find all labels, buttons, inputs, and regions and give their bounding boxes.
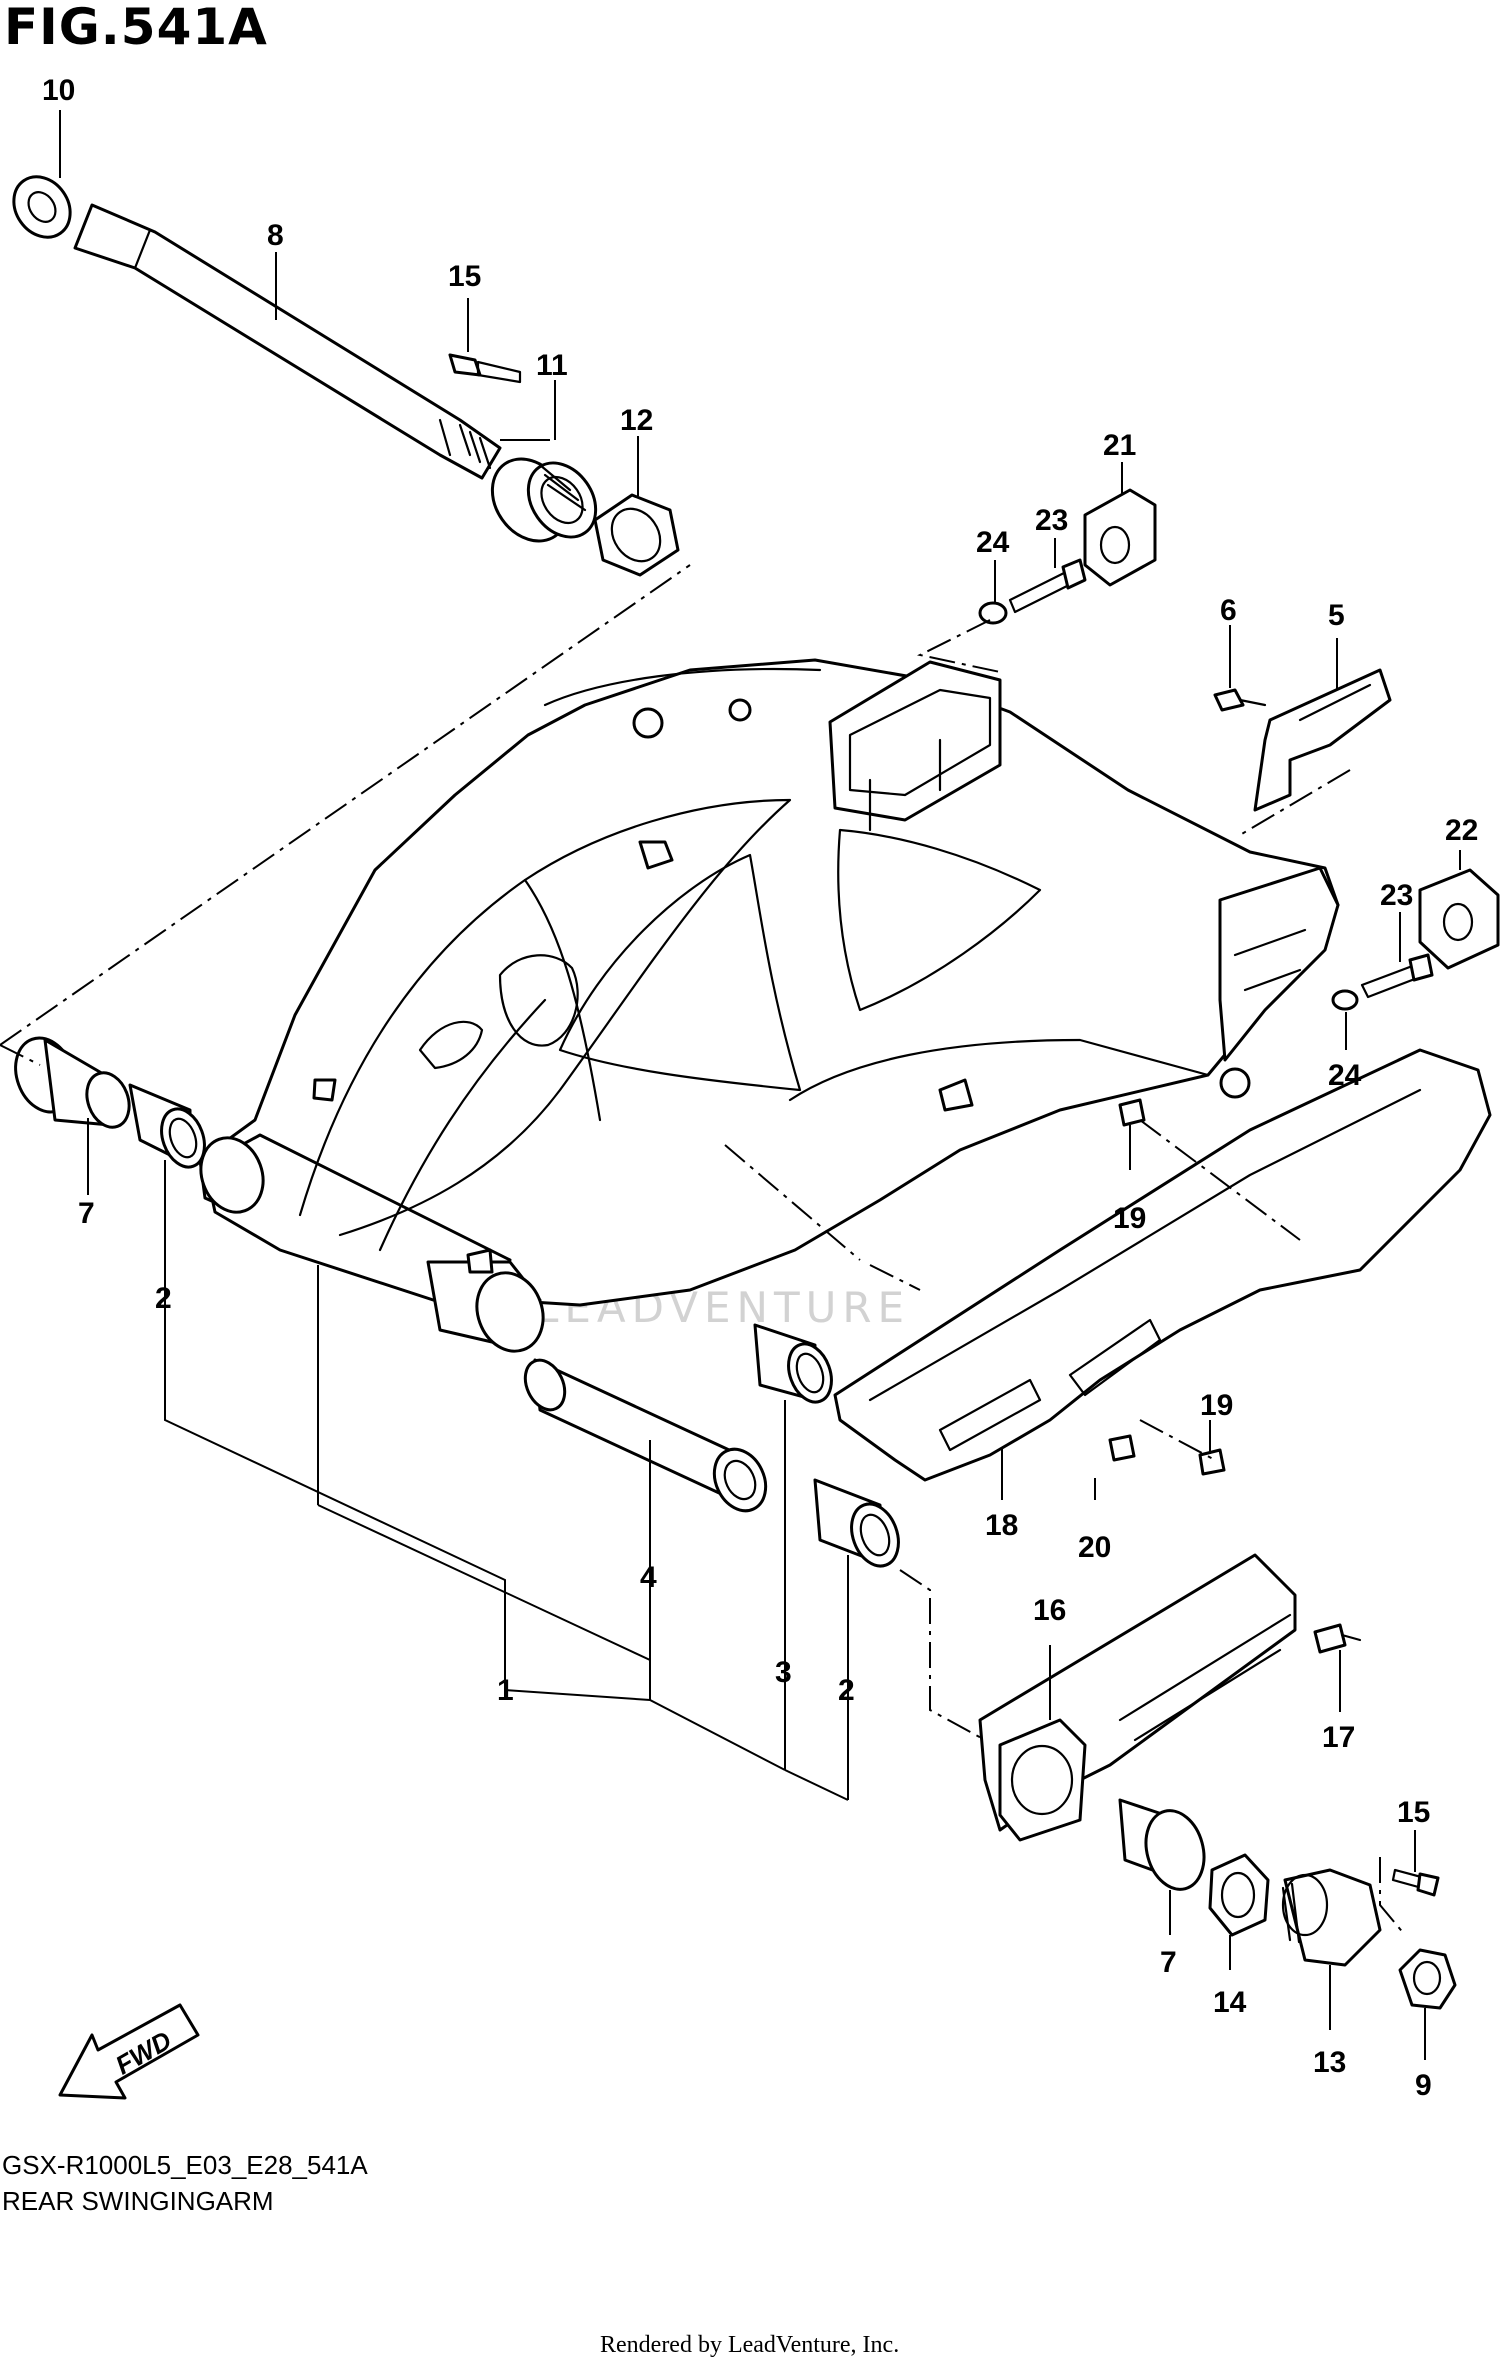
swingarm-main-body [198,658,1340,1353]
block-21 [1083,488,1157,587]
callout-1: 1 [497,1674,514,1707]
callout-24-right: 24 [1328,1059,1362,1092]
callout-2-right: 2 [838,1674,855,1707]
callout-20: 20 [1078,1531,1111,1564]
figure-code: GSX-R1000L5_E03_E28_541A [2,2150,368,2180]
lock-nut-12 [593,493,680,577]
callout-2-left: 2 [155,1282,172,1315]
bushing-7-left [14,1036,131,1129]
chain-slider-16 [978,1553,1297,1842]
washer-24-right [1331,989,1359,1011]
chain-guard-18 [833,1048,1492,1482]
leader-lines [59,110,1461,2060]
bolt-23-right [1360,953,1434,999]
callout-9: 9 [1415,2069,1432,2102]
nut-9 [1398,1948,1457,2010]
callout-13: 13 [1313,2046,1346,2079]
adjuster-13 [1281,1868,1382,1967]
callout-22: 22 [1445,814,1478,847]
bolts-19-20 [1108,1098,1226,1476]
callout-19-mid: 19 [1113,1202,1146,1235]
bolt-23-top [1008,558,1087,614]
callout-23-right: 23 [1380,879,1413,912]
callout-7-left: 7 [78,1197,95,1230]
plate-5 [1253,668,1392,812]
callout-labels: 10 8 15 11 12 21 23 24 6 5 22 23 24 7 2 … [42,74,1478,2102]
screw-15-right [1391,1868,1440,1897]
screw-6 [1213,688,1267,712]
callout-23-top: 23 [1035,504,1068,537]
bearing-2-left [128,1083,206,1169]
pivot-shaft [12,175,502,480]
callout-14: 14 [1213,1986,1247,2019]
callout-19-right: 19 [1200,1389,1233,1422]
callout-6: 6 [1220,594,1237,627]
alignment-lines [0,564,1406,1936]
callout-15-top: 15 [448,260,481,293]
figure-title: FIG.541A [4,0,268,56]
figure-subtitle: REAR SWINGINGARM [2,2186,274,2216]
bolt-17 [1313,1623,1362,1654]
callout-15-right: 15 [1397,1796,1430,1829]
callout-8: 8 [267,219,284,252]
callout-10: 10 [42,74,75,107]
washer-24-top [978,601,1008,625]
callout-16: 16 [1033,1594,1066,1627]
adjuster-collar [490,457,598,543]
rendered-by-credit: Rendered by LeadVenture, Inc. [600,2332,900,2358]
fwd-arrow-icon: FWD [58,2003,200,2100]
callout-4: 4 [640,1561,657,1594]
bearing-3 [753,1323,833,1404]
block-22 [1418,868,1500,970]
callout-3: 3 [775,1656,792,1689]
bearing-2-right [813,1478,900,1568]
bushing-7-right [1118,1798,1206,1891]
lock-nut-14 [1208,1853,1270,1937]
callout-11: 11 [536,349,568,382]
callout-17: 17 [1322,1721,1355,1754]
sleeve-4 [523,1358,768,1513]
callout-12: 12 [620,404,653,437]
callout-18: 18 [985,1509,1018,1542]
screw-15-top [448,353,522,384]
callout-21: 21 [1103,429,1136,462]
callout-5: 5 [1328,599,1345,632]
callout-7-right: 7 [1160,1946,1177,1979]
callout-24-top: 24 [976,526,1010,559]
